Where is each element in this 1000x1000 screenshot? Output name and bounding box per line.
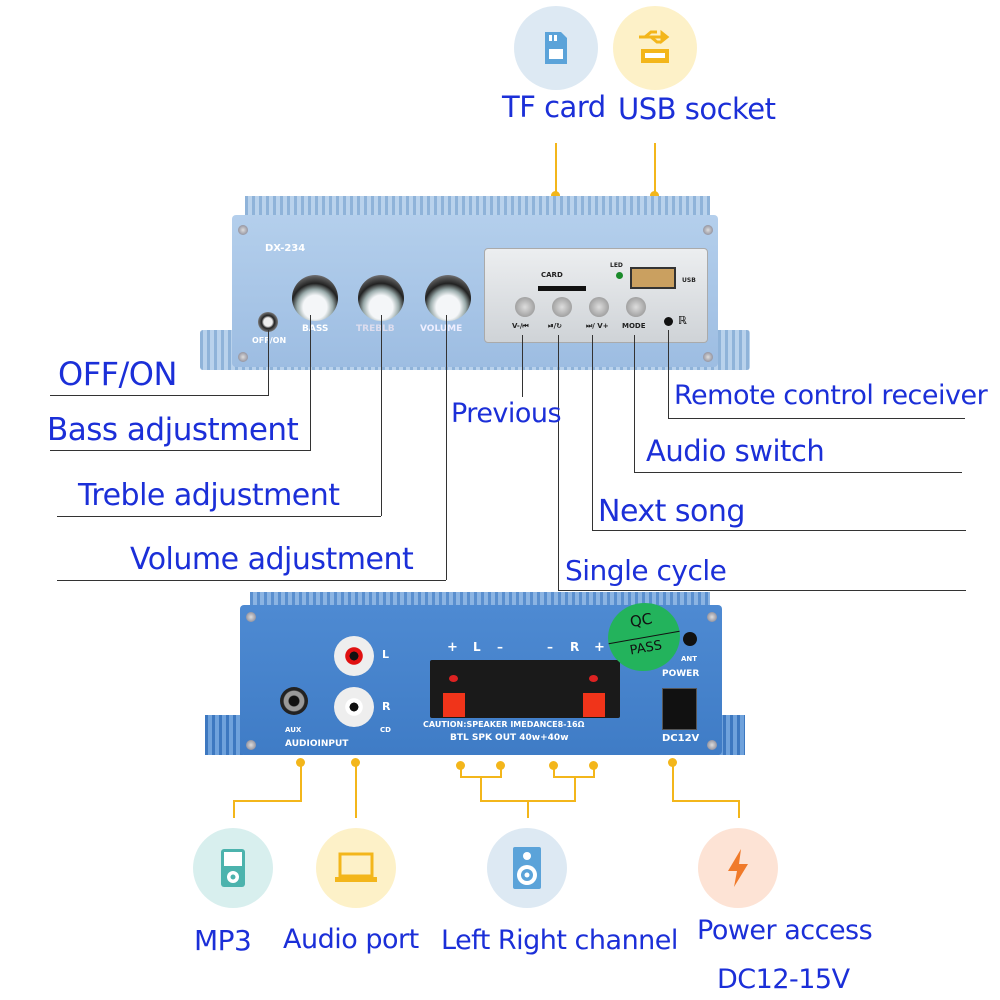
speaker-icon	[513, 847, 541, 889]
aux-jack[interactable]	[280, 687, 308, 715]
volume-label: VOLUME	[420, 324, 463, 334]
treble-knob[interactable]	[358, 275, 404, 321]
play-pause-button-label: ⏯/↻	[548, 322, 563, 330]
ir-symbol: ℝ	[678, 314, 687, 327]
previous-callout: Previous	[451, 398, 562, 429]
left-right-channel-label: Left Right channel	[441, 925, 678, 956]
previous-button-label: V-/⏮	[512, 322, 529, 330]
terminal-label: –	[547, 640, 553, 654]
usb-socket-label: USB socket	[618, 92, 776, 126]
terminal-label: L	[473, 640, 481, 654]
usb-icon-circle	[613, 6, 697, 90]
speaker-icon-circle	[487, 828, 567, 908]
power-icon-circle	[698, 828, 778, 908]
tf-dot	[551, 191, 560, 200]
tf-card-slot[interactable]	[538, 286, 586, 291]
terminal-label: +	[447, 640, 458, 655]
usb-label: USB	[682, 277, 696, 284]
dc-label: DC12V	[662, 733, 700, 744]
bass-knob[interactable]	[292, 275, 338, 321]
usb-dot	[650, 191, 659, 200]
media-module	[484, 248, 708, 343]
led-label: LED	[610, 262, 623, 269]
audio-switch-callout: Audio switch	[646, 434, 825, 468]
rca-right-label: R	[382, 700, 391, 713]
pass-text: PASS	[628, 638, 664, 659]
laptop-icon-circle	[316, 828, 396, 908]
power-switch[interactable]	[258, 312, 278, 332]
volume-knob[interactable]	[425, 275, 471, 321]
led-indicator	[616, 272, 623, 279]
rca-right-jack[interactable]	[334, 687, 374, 727]
mp3-icon-circle	[193, 828, 273, 908]
tf-card-label: TF card	[502, 90, 606, 124]
audio-input-label: AUDIOINPUT	[285, 739, 349, 749]
volume-callout: Volume adjustment	[130, 542, 414, 577]
sd-card-icon	[545, 32, 567, 64]
usb-connector	[654, 143, 656, 193]
treble-label: TREBLB	[356, 324, 395, 334]
rca-left-jack[interactable]	[334, 636, 374, 676]
mode-button[interactable]	[626, 297, 646, 317]
terminal-label: –	[497, 640, 503, 654]
caution-label: CAUTION:SPEAKER IMEDANCE8-16Ω	[423, 720, 585, 729]
mode-button-label: MODE	[622, 322, 646, 330]
ant-label: ANT	[681, 655, 698, 663]
mp3-player-icon	[221, 849, 245, 887]
next-button-label: ⏭/ V+	[586, 322, 609, 330]
bass-callout: Bass adjustment	[47, 412, 299, 448]
cd-label: CD	[380, 726, 391, 734]
power-label: POWER	[662, 669, 700, 679]
tf-card-icon-circle	[514, 6, 598, 90]
bass-label: BASS	[302, 324, 329, 334]
usb-icon	[639, 29, 670, 63]
next-song-callout: Next song	[598, 494, 745, 529]
single-cycle-callout: Single cycle	[565, 554, 727, 587]
mp3-label: MP3	[194, 924, 252, 957]
previous-button[interactable]	[515, 297, 535, 317]
play-pause-button[interactable]	[552, 297, 572, 317]
usb-port[interactable]	[630, 267, 676, 289]
dc-range-label: DC12-15V	[717, 964, 850, 995]
remote-callout: Remote control receiver	[674, 380, 988, 411]
output-label: BTL SPK OUT 40w+40w	[450, 733, 569, 743]
treble-callout: Treble adjustment	[78, 478, 340, 513]
ir-receiver	[664, 317, 673, 326]
aux-label: AUX	[285, 726, 302, 734]
terminal-label: R	[570, 640, 580, 654]
audio-port-label: Audio port	[283, 924, 419, 955]
tf-connector	[555, 143, 557, 193]
laptop-icon	[335, 852, 377, 882]
off-on-callout: OFF/ON	[58, 355, 177, 393]
antenna-jack[interactable]	[683, 632, 697, 646]
terminal-right-plus[interactable]	[583, 693, 605, 717]
power-access-label: Power access	[697, 915, 873, 946]
rca-left-label: L	[382, 648, 390, 661]
terminal-label: +	[594, 640, 605, 655]
dc-power-jack[interactable]	[662, 688, 697, 730]
card-label: CARD	[541, 271, 563, 279]
next-button[interactable]	[589, 297, 609, 317]
terminal-left-plus[interactable]	[443, 693, 465, 717]
lightning-icon	[728, 849, 748, 887]
power-switch-label: OFF/ON	[252, 336, 287, 345]
model-label: DX-234	[265, 243, 306, 254]
